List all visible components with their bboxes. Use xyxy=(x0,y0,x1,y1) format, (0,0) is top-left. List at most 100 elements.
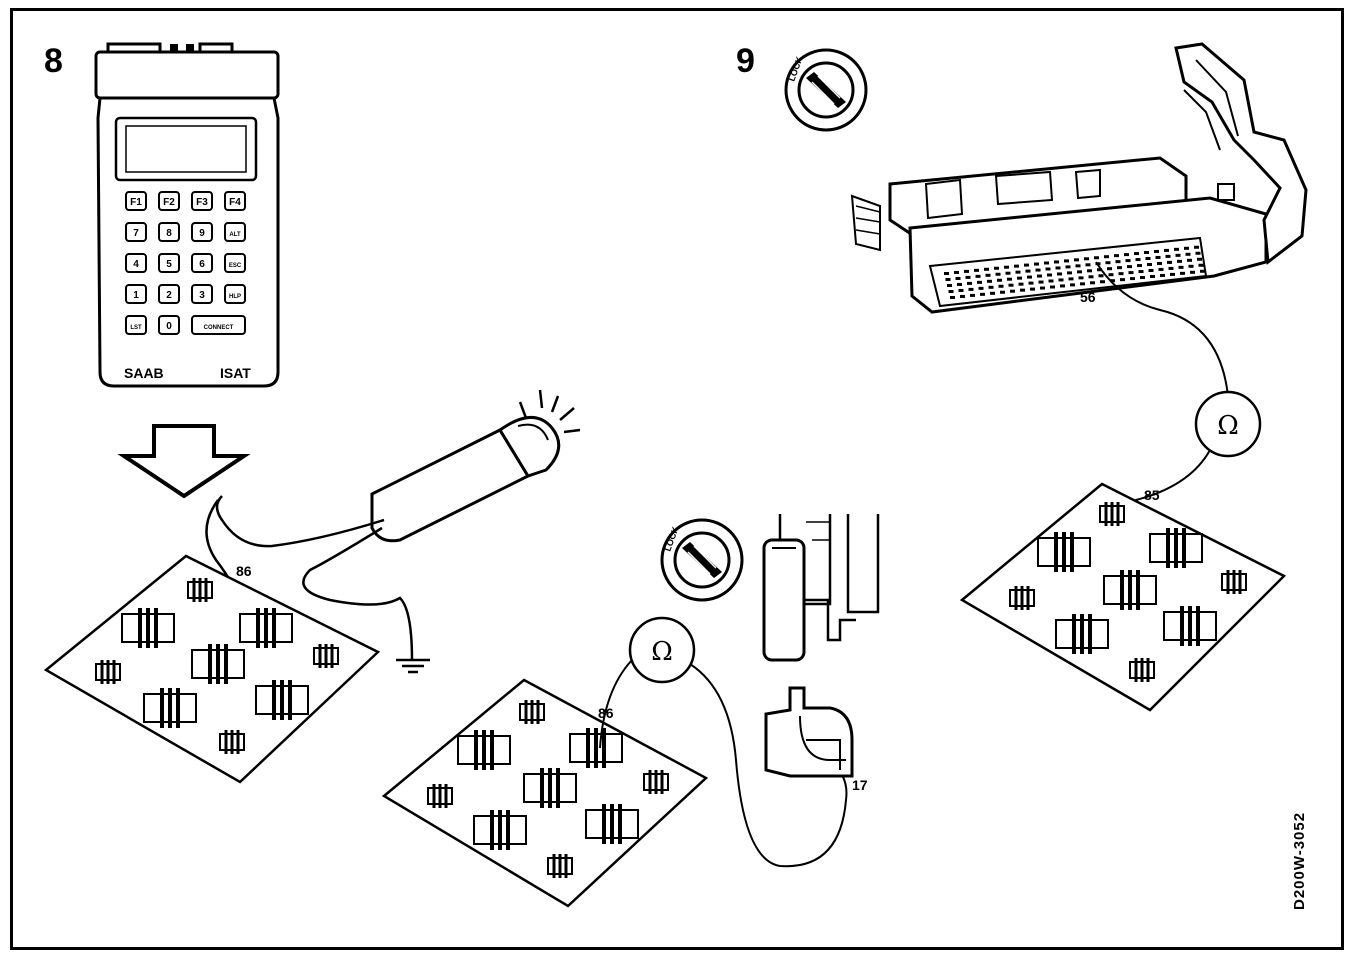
ecu-connector: 56 xyxy=(850,42,1308,314)
ecu-pin xyxy=(1085,263,1091,267)
diagram-frame xyxy=(10,8,1344,950)
ecu-pin xyxy=(1064,259,1069,263)
tester-key: 3 xyxy=(191,284,213,304)
connector-bracket xyxy=(762,514,880,662)
ecu-pin xyxy=(1044,261,1049,265)
ecu-pin xyxy=(964,269,969,273)
tester-key-label: F3 xyxy=(196,197,208,208)
tester-key-label: 9 xyxy=(199,228,205,239)
ecu-pin xyxy=(1100,280,1105,284)
tester-model: ISAT xyxy=(220,365,251,381)
ecu-pin xyxy=(1025,269,1031,273)
ecu-pin xyxy=(1118,272,1124,276)
tester-key-label: CONNECT xyxy=(204,325,234,331)
ecu-pin xyxy=(1030,287,1035,291)
pin-label-17: 17 xyxy=(852,777,868,793)
ecu-pin xyxy=(1067,271,1072,275)
ecu-pin xyxy=(1135,258,1141,262)
figure-code: D200W-3052 xyxy=(1291,812,1308,910)
ecu-pin xyxy=(1128,271,1134,275)
tester-key-label: 1 xyxy=(133,290,139,301)
tester-key: 8 xyxy=(158,222,180,242)
tester-key: 2 xyxy=(158,284,180,304)
ecu-pin xyxy=(1047,273,1052,277)
ecu-pin xyxy=(988,285,994,289)
ecu-pin xyxy=(1167,260,1172,264)
tester-key: 9 xyxy=(191,222,213,242)
tester-key-label: ALT xyxy=(229,232,241,238)
tester-key-label: F1 xyxy=(130,197,142,208)
ecu-pin xyxy=(1074,258,1079,262)
ecu-pin xyxy=(1014,264,1019,268)
ecu-pin xyxy=(1165,254,1171,258)
omega-symbol-right: Ω xyxy=(1217,411,1239,441)
ecu-pin xyxy=(1184,246,1189,250)
ecu-pin xyxy=(967,281,972,285)
ecu-pin xyxy=(1194,245,1199,249)
ecu-pin xyxy=(1174,247,1179,251)
ecu-pin xyxy=(1104,255,1109,259)
ecu-pin xyxy=(1040,286,1045,290)
ecu-pin xyxy=(1175,253,1181,257)
ecu-pin xyxy=(1160,273,1165,277)
ecu-pin xyxy=(995,272,1001,276)
tester-key-label: F2 xyxy=(163,197,175,208)
ecu-pin xyxy=(948,290,954,293)
ecu-pin xyxy=(944,272,949,275)
ecu-pin xyxy=(1084,257,1089,261)
ecu-pin xyxy=(1140,276,1145,280)
ecu-pin xyxy=(1114,254,1119,258)
ecu-pin xyxy=(980,292,985,296)
ecu-pin xyxy=(960,294,965,298)
light-rays-icon xyxy=(518,389,581,434)
ecu-pin xyxy=(1115,260,1121,264)
ecu-pin xyxy=(1197,257,1202,261)
ecu-pin xyxy=(1010,289,1015,293)
tester-key: 5 xyxy=(158,253,180,273)
pin-label-86-left: 86 xyxy=(236,563,252,579)
ecu-pin xyxy=(1094,256,1099,260)
tester-key-label: ESC xyxy=(229,263,242,269)
tester-brand: SAAB xyxy=(124,365,164,381)
ecu-pin xyxy=(1134,252,1139,256)
step-number-8: 8 xyxy=(44,42,63,80)
ecu-pin xyxy=(958,288,964,292)
tester-key-label: F4 xyxy=(229,197,241,208)
ecu-pin xyxy=(1105,261,1111,265)
ecu-pin xyxy=(1137,264,1142,268)
tester-key-label: 6 xyxy=(199,259,205,270)
ecu-pin xyxy=(1147,263,1152,266)
ecu-pin xyxy=(1050,285,1055,289)
tester-key: CONNECT xyxy=(191,315,246,335)
ecu-pin xyxy=(1070,283,1075,287)
ecu-pin xyxy=(1130,277,1135,281)
ecu-pin xyxy=(997,278,1002,282)
tester-key-label: 8 xyxy=(166,228,172,239)
ecu-pin xyxy=(1020,288,1025,292)
tester-key-label: LST xyxy=(130,325,142,331)
ecu-pin xyxy=(1024,263,1029,267)
ecu-pin xyxy=(978,286,984,290)
ecu-pin xyxy=(1007,277,1012,281)
ecu-pin xyxy=(1168,266,1174,270)
tester-key: 4 xyxy=(125,253,147,273)
ecu-pin xyxy=(1158,267,1164,271)
ecu-pin xyxy=(1065,265,1071,269)
pin-label-56: 56 xyxy=(1080,289,1096,305)
ecu-pin xyxy=(1144,251,1149,254)
ecu-pin xyxy=(1018,282,1024,286)
pin-label-85: 85 xyxy=(1144,487,1160,503)
ecu-pin xyxy=(1077,270,1082,274)
ecu-pin xyxy=(1157,261,1162,265)
ecu-pin xyxy=(1060,284,1065,288)
ecu-pin xyxy=(1080,282,1085,286)
tester-key-label: HLP xyxy=(229,294,241,300)
tester-key: 6 xyxy=(191,253,213,273)
ecu-pin xyxy=(1034,262,1039,266)
ecu-pin xyxy=(1054,260,1059,264)
ecu-pin xyxy=(1017,276,1022,280)
ecu-pin xyxy=(1178,265,1184,269)
ecu-pin xyxy=(947,284,952,287)
